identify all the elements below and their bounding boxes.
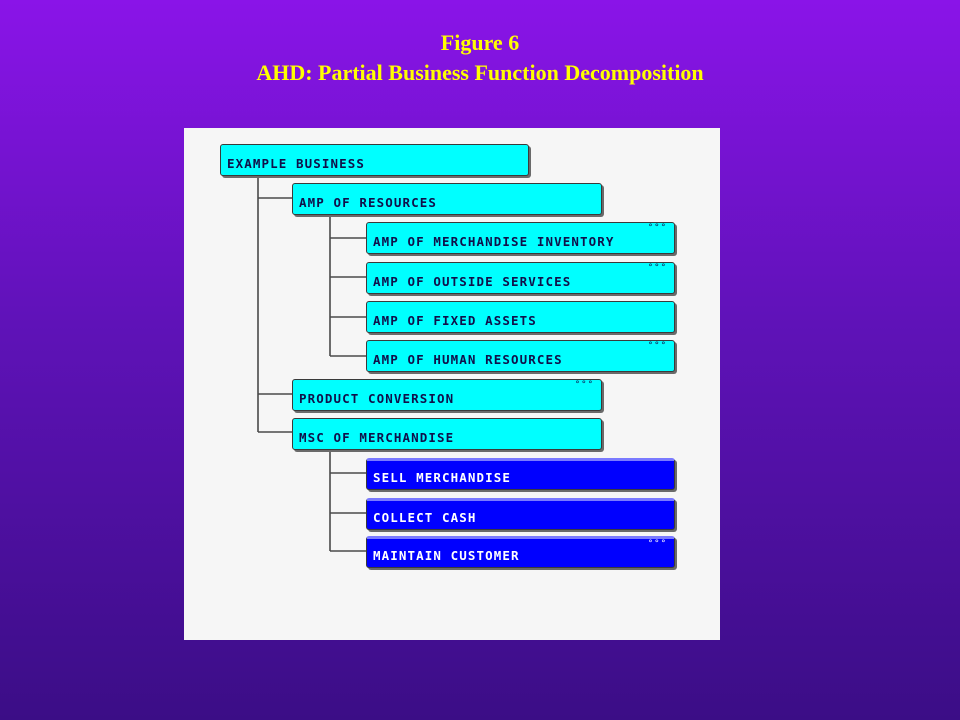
node-label: MAINTAIN CUSTOMER (373, 547, 520, 563)
node-amp-of-fixed-assets[interactable]: AMP OF FIXED ASSETS (366, 301, 675, 333)
node-amp-of-outside-services[interactable]: °°° AMP OF OUTSIDE SERVICES (366, 262, 675, 294)
node-msc-of-merchandise[interactable]: MSC OF MERCHANDISE (292, 418, 602, 450)
node-label: COLLECT CASH (373, 509, 477, 525)
more-indicator-icon: °°° (647, 263, 667, 273)
node-product-conversion[interactable]: °°° PRODUCT CONVERSION (292, 379, 602, 411)
node-amp-of-human-resources[interactable]: °°° AMP OF HUMAN RESOURCES (366, 340, 675, 372)
node-collect-cash[interactable]: COLLECT CASH (366, 498, 675, 530)
node-label: AMP OF MERCHANDISE INVENTORY (373, 233, 615, 249)
node-label: MSC OF MERCHANDISE (299, 429, 455, 445)
diagram-panel: EXAMPLE BUSINESS AMP OF RESOURCES °°° AM… (184, 128, 720, 640)
more-indicator-icon: °°° (647, 223, 667, 233)
node-label: AMP OF OUTSIDE SERVICES (373, 273, 572, 289)
node-label: AMP OF RESOURCES (299, 194, 438, 210)
node-amp-of-resources[interactable]: AMP OF RESOURCES (292, 183, 602, 215)
node-example-business[interactable]: EXAMPLE BUSINESS (220, 144, 529, 176)
node-label: AMP OF FIXED ASSETS (373, 312, 537, 328)
more-indicator-icon: °°° (647, 539, 667, 549)
more-indicator-icon: °°° (647, 341, 667, 351)
node-label: EXAMPLE BUSINESS (227, 155, 366, 171)
tree-connectors (257, 175, 366, 552)
node-label: PRODUCT CONVERSION (299, 390, 455, 406)
node-label: AMP OF HUMAN RESOURCES (373, 351, 563, 367)
figure-title: Figure 6 AHD: Partial Business Function … (0, 28, 960, 88)
figure-caption: AHD: Partial Business Function Decomposi… (256, 60, 704, 85)
figure-number: Figure 6 (440, 30, 520, 55)
node-label: SELL MERCHANDISE (373, 469, 512, 485)
node-amp-of-merchandise-inventory[interactable]: °°° AMP OF MERCHANDISE INVENTORY (366, 222, 675, 254)
more-indicator-icon: °°° (574, 380, 594, 390)
node-maintain-customer[interactable]: °°° MAINTAIN CUSTOMER (366, 536, 675, 568)
node-sell-merchandise[interactable]: SELL MERCHANDISE (366, 458, 675, 490)
